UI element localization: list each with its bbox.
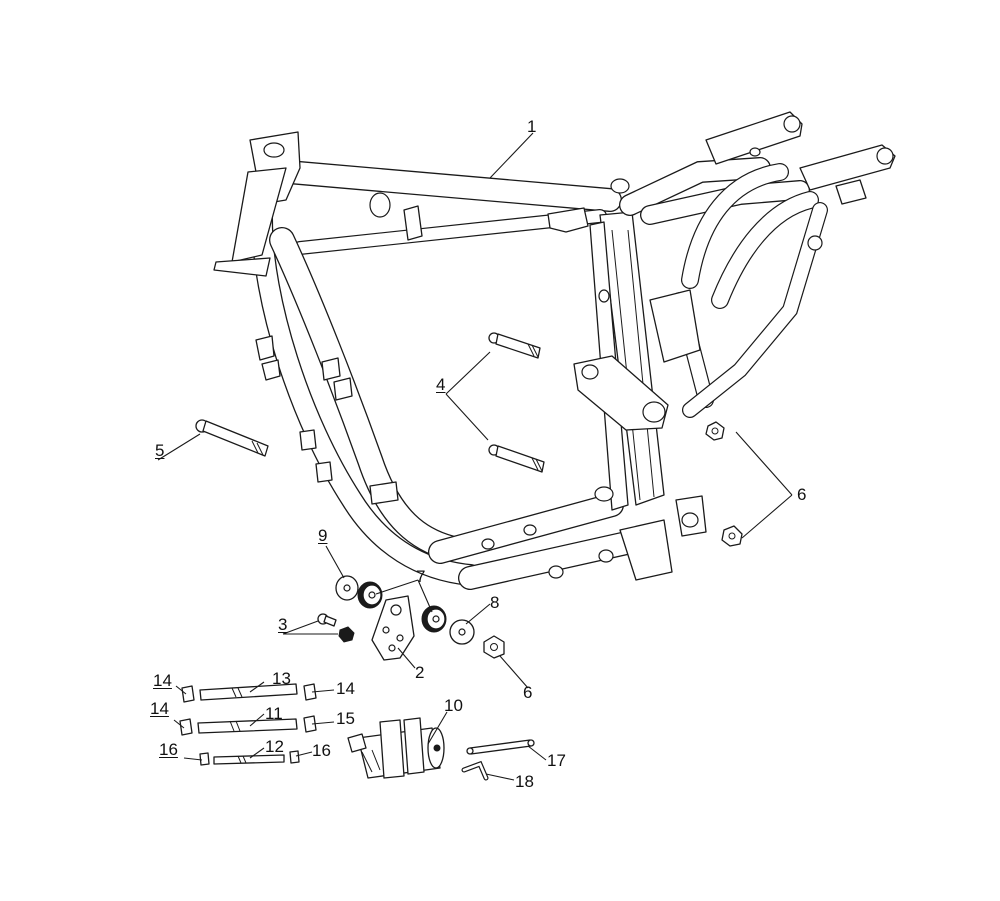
callout-16-clip-left: 16	[159, 740, 178, 759]
leader-4	[445, 351, 491, 441]
frame-mount-tabs	[255, 147, 761, 579]
small-nut	[338, 626, 355, 643]
nut-center	[483, 635, 505, 659]
callout-10-canister: 10	[444, 696, 463, 715]
callout-6-right-nuts: 6	[797, 485, 807, 504]
leader-18	[485, 773, 515, 781]
frame-lower-rail	[428, 493, 652, 590]
leader-10	[427, 711, 448, 745]
frame-rear-brackets	[705, 111, 896, 251]
leader-5	[157, 433, 201, 461]
mounting-bracket	[371, 595, 415, 661]
callout-14-clip-upper-left: 14	[153, 671, 172, 690]
leader-13	[249, 681, 265, 693]
long-bolt	[195, 419, 269, 457]
hose-11	[197, 718, 298, 734]
hose-13	[199, 683, 298, 701]
callout-12-hose: 12	[265, 737, 284, 756]
frame-lower-bracket	[619, 495, 707, 581]
leader-7	[375, 579, 433, 613]
hose-clip-14-upper-left	[181, 685, 195, 703]
leader-14b	[311, 689, 335, 693]
rubber-bushing-left	[357, 581, 383, 609]
leader-3	[282, 620, 338, 635]
hose-clip-14-lower-left	[179, 718, 193, 736]
rod-17	[466, 739, 535, 755]
frame-top-tube	[276, 160, 622, 212]
callout-9-washer: 9	[318, 526, 328, 545]
leader-15	[311, 721, 335, 725]
hose-12	[213, 754, 285, 765]
callout-2-bracket: 2	[415, 663, 425, 682]
nut-lower-right	[721, 525, 743, 547]
frame-steering-head	[213, 131, 301, 277]
callout-6-center-nut: 6	[523, 683, 533, 702]
frame-swingarm-plate	[573, 289, 701, 431]
leader-lines	[157, 132, 793, 781]
callout-16-clip-right: 16	[312, 741, 331, 760]
bent-pin-18	[461, 760, 489, 781]
leader-6-right	[735, 431, 793, 539]
callout-11-hose: 11	[265, 704, 283, 723]
nut-upper-right	[705, 421, 725, 441]
leader-11	[249, 713, 265, 727]
callout-3-bolt-nut: 3	[278, 615, 288, 634]
frame-rear-upper-tubes	[619, 157, 819, 309]
canister-filter	[347, 717, 445, 779]
hose-clip-16-right	[289, 750, 300, 764]
leader-12	[249, 747, 265, 759]
small-bolt	[317, 613, 337, 627]
leader-16b	[295, 751, 313, 757]
washer-flat	[335, 575, 359, 601]
leader-17	[527, 745, 547, 761]
frame-assembly	[213, 111, 896, 590]
leader-16a	[183, 757, 203, 761]
hose-clip-16-left	[199, 752, 210, 766]
engine-mount-bolt-lower	[488, 444, 545, 473]
leader-14c	[173, 719, 185, 729]
frame-front-downtube-outer	[251, 207, 481, 586]
rubber-bushing-right	[421, 605, 447, 633]
callout-13-hose: 13	[272, 669, 291, 688]
callout-14-clip-upper-right: 14	[336, 679, 355, 698]
leader-8	[465, 603, 491, 625]
leader-2	[397, 647, 416, 669]
leader-1	[489, 132, 534, 179]
leader-6-center	[499, 655, 529, 689]
frame-front-downtube-inner	[269, 227, 463, 561]
callout-5-long-bolt: 5	[155, 441, 165, 460]
engine-mount-bolt-upper	[488, 332, 541, 359]
hose-clip-14-upper-right	[303, 683, 317, 701]
callout-15-clip: 15	[336, 709, 355, 728]
callout-17-rod: 17	[547, 751, 566, 770]
callout-14-clip-lower-left: 14	[150, 699, 169, 718]
leader-9	[325, 545, 345, 579]
callout-8-washer: 8	[490, 593, 500, 612]
callout-7-bushings: 7	[416, 567, 426, 586]
leader-14a	[175, 685, 187, 695]
callout-18-pin: 18	[515, 772, 534, 791]
hose-clip-15	[303, 715, 317, 733]
callout-1-frame: 1	[527, 117, 537, 136]
washer-large	[449, 619, 475, 645]
callout-4-mount-bolts: 4	[436, 375, 446, 394]
